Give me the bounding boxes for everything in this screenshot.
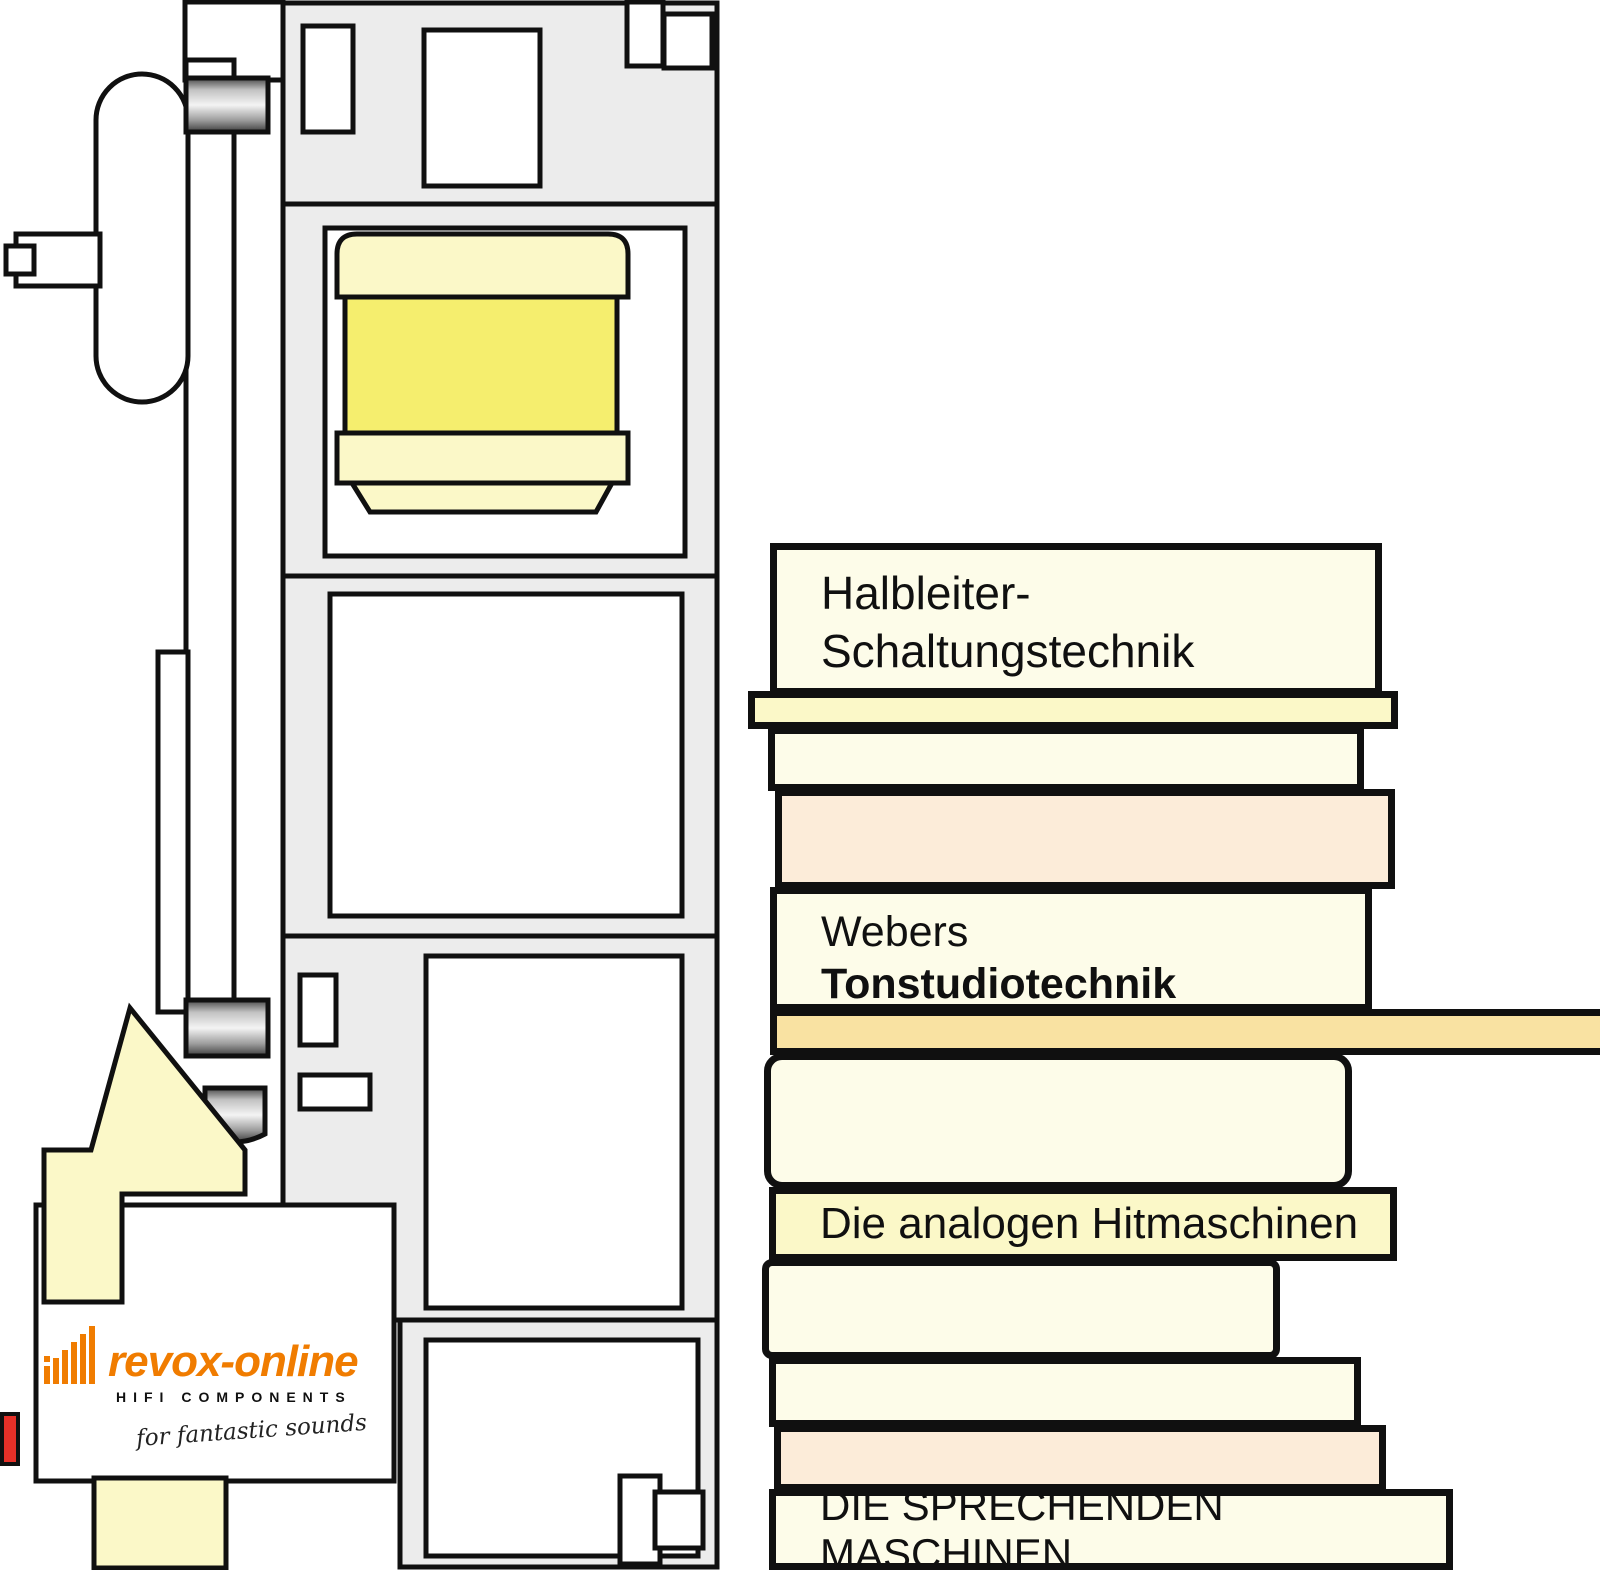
book-plain-cream-1 <box>768 727 1364 791</box>
handwheel <box>3 71 191 405</box>
book-title-line: Tonstudiotechnik <box>821 960 1177 1008</box>
book-plain-peach-2 <box>774 1425 1386 1491</box>
book-title: Die analogen Hitmaschinen <box>820 1199 1359 1248</box>
book-halbleiter-schaltungstechnik: Halbleiter- Schaltungstechnik <box>770 543 1382 695</box>
book-title: Halbleiter- Schaltungstechnik <box>777 550 1375 680</box>
book-title-line: Schaltungstechnik <box>821 625 1195 677</box>
book-die-analogen-hitmaschinen: Die analogen Hitmaschinen <box>769 1187 1397 1261</box>
cross-section-diagram <box>0 0 720 1570</box>
red-marker <box>0 1412 20 1466</box>
book-plain-cream-4 <box>769 1357 1361 1427</box>
brand-name: revox-online <box>108 1337 359 1386</box>
yellow-bracket <box>41 1002 248 1305</box>
book-plain-peach-1 <box>775 789 1395 889</box>
revox-logo: revox-online HIFI COMPONENTS for fantast… <box>44 1326 394 1452</box>
book-title: Webers Tonstudiotechnik <box>777 894 1365 1010</box>
book-wide-wheat <box>770 1009 1600 1055</box>
book-plain-cream-3 <box>762 1259 1280 1359</box>
book-plain-cream-2 <box>764 1053 1352 1189</box>
book-title-line: Webers <box>821 908 969 956</box>
book-title: DIE SPRECHENDEN MASCHINEN <box>820 1481 1224 1570</box>
logo-row: revox-online <box>44 1326 394 1384</box>
book-title-line: Halbleiter- <box>821 567 1031 619</box>
book-webers-tonstudiotechnik: Webers Tonstudiotechnik <box>770 887 1372 1011</box>
equalizer-bars-icon <box>44 1326 95 1384</box>
brand-subtitle: HIFI COMPONENTS <box>116 1389 352 1405</box>
yellow-foot-block <box>91 1475 229 1570</box>
pinch-roller <box>334 231 631 515</box>
book-thin-pale-yellow <box>748 691 1398 729</box>
book-die-sprechenden-maschinen: DIE SPRECHENDEN MASCHINEN <box>769 1481 1453 1570</box>
